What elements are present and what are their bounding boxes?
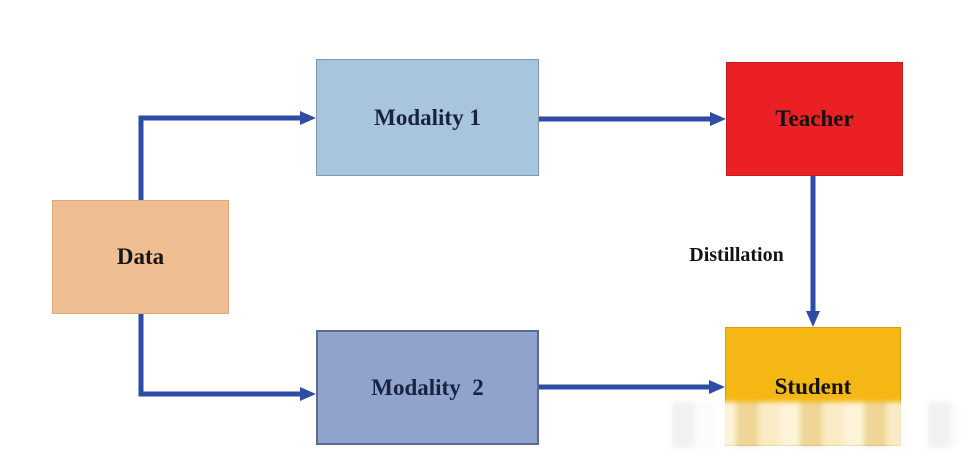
node-student-label: Student <box>774 373 852 399</box>
node-teacher-label: Teacher <box>775 106 854 131</box>
node-teacher: Teacher <box>726 62 903 176</box>
distillation-edge-label: Distillation <box>689 244 784 266</box>
blurred-watermark <box>652 402 960 448</box>
node-modality1-label: Modality 1 <box>374 104 481 130</box>
edge-data-to-modality2 <box>138 314 316 401</box>
node-modality1: Modality 1 <box>316 59 539 176</box>
node-modality2-label: Modality 2 <box>371 374 484 400</box>
node-data: Data <box>52 200 229 314</box>
edge-data-to-modality1 <box>138 111 316 200</box>
node-data-label: Data <box>116 244 165 269</box>
node-modality2: Modality 2 <box>316 330 539 445</box>
